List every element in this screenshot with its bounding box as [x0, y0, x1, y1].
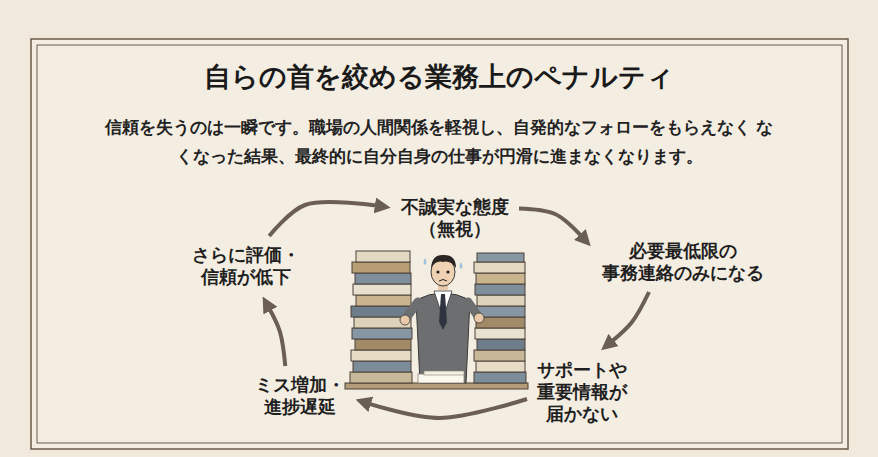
cycle-arrow — [611, 292, 649, 342]
cycle-step: サポートや 重要情報が 届かない — [533, 357, 631, 427]
step-text: ミス増加・ 進捗遅延 — [255, 374, 345, 418]
cycle-arrow — [269, 202, 378, 236]
binder-stack-left — [350, 251, 412, 383]
title: 自らの首を絞める業務上のペナルティ — [0, 59, 878, 95]
binder-stack-right — [474, 253, 526, 383]
cycle-arrow — [269, 308, 285, 366]
cycle-step: 必要最低限の 事務連絡のみになる — [598, 238, 768, 286]
step-text: さらに評価・ 信頼が低下 — [192, 244, 300, 288]
cycle-step: さらに評価・ 信頼が低下 — [188, 242, 304, 290]
step-text: 必要最低限の 事務連絡のみになる — [602, 240, 764, 284]
desk — [345, 383, 528, 389]
worker — [400, 255, 484, 383]
inner-border — [37, 45, 842, 443]
outer-border — [31, 39, 848, 449]
step-text: サポートや 重要情報が 届かない — [537, 359, 627, 425]
cycle-arrow — [368, 399, 527, 418]
subtitle: 信頼を失うのは一瞬です。職場の人間関係を軽視し、自発的なフォローをもらえなく な… — [104, 113, 774, 171]
cycle-step: 不誠実な態度 （無視） — [397, 194, 513, 242]
step-text: 不誠実な態度 （無視） — [401, 196, 509, 240]
cycle-arrow — [519, 208, 582, 236]
cycle-step: ミス増加・ 進捗遅延 — [251, 372, 349, 420]
